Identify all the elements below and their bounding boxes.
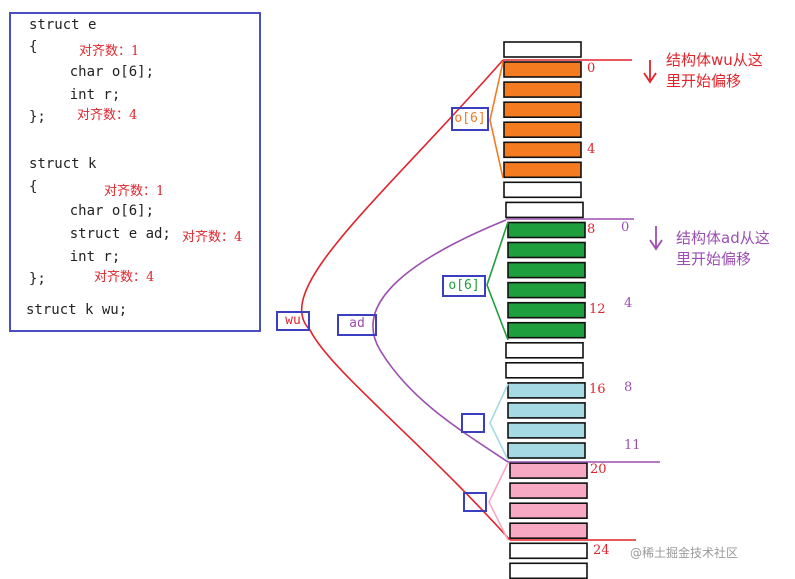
code-line: { xyxy=(29,179,38,195)
ad-arrow-head xyxy=(649,239,663,251)
code-line: struct k wu; xyxy=(26,302,128,318)
memory-byte-orange xyxy=(503,61,582,78)
offset-label: 20 xyxy=(590,462,607,477)
offset-label: 16 xyxy=(589,382,606,397)
ad-label: ad xyxy=(337,314,377,336)
memory-byte-green xyxy=(507,261,586,279)
memory-byte-orange xyxy=(503,161,582,179)
code-line: { xyxy=(29,39,38,55)
memory-byte-pink xyxy=(509,462,588,479)
ad-span-curve xyxy=(372,219,509,463)
ad-offset-label: 8 xyxy=(624,380,633,395)
align-annotation: 对齐数：1 xyxy=(104,184,165,199)
wu-r-bracket xyxy=(488,462,509,541)
wu-offset-note: 结构体wu从这 里开始偏移 xyxy=(666,51,763,90)
align-annotation: 对齐数：1 xyxy=(79,44,140,59)
align-annotation: 对齐数：4 xyxy=(182,230,243,245)
ad-r-frame xyxy=(461,413,485,433)
memory-byte-lightblue xyxy=(507,402,586,419)
code-line: char o[6]; xyxy=(36,203,155,219)
memory-byte-orange xyxy=(503,121,582,138)
inner-o6-bracket xyxy=(486,221,509,341)
code-line: }; xyxy=(29,271,46,287)
memory-byte-green xyxy=(507,281,586,299)
memory-byte-orange xyxy=(503,81,582,98)
code-line: struct e ad; xyxy=(36,226,171,242)
code-panel: struct e { char o[6]; int r; }; struct k… xyxy=(9,12,261,332)
align-annotation: 对齐数：4 xyxy=(94,270,155,285)
code-line: }; xyxy=(29,109,46,125)
inner-o6-label: o[6] xyxy=(442,275,486,297)
memory-byte-empty xyxy=(505,361,584,379)
memory-byte-orange xyxy=(503,141,582,159)
memory-cells xyxy=(503,41,588,579)
memory-byte-green xyxy=(507,301,586,319)
code-line: struct e xyxy=(29,17,97,33)
memory-byte-empty xyxy=(505,201,584,219)
ad-offset-label: 4 xyxy=(624,296,633,311)
memory-byte-green xyxy=(507,321,586,339)
code-line: struct k xyxy=(29,156,97,172)
watermark: @稀土掘金技术社区 xyxy=(630,546,739,560)
wu-span-curve xyxy=(300,59,511,541)
ad-offset-label: 0 xyxy=(621,220,630,235)
ad-offset-label: 11 xyxy=(624,438,641,453)
wu-label: wu xyxy=(276,311,310,331)
code-line: char o[6]; xyxy=(36,64,155,80)
wu-arrow-head xyxy=(643,72,657,84)
ad-offset-note: 结构体ad从这 里开始偏移 xyxy=(676,229,770,268)
memory-byte-pink xyxy=(509,522,588,540)
memory-byte-orange xyxy=(503,101,582,118)
memory-byte-green xyxy=(507,221,586,239)
offset-label: 8 xyxy=(587,222,596,237)
memory-byte-pink xyxy=(509,502,588,520)
offset-label: 0 xyxy=(587,61,596,76)
memory-byte-empty xyxy=(509,562,588,579)
memory-byte-green xyxy=(507,241,586,259)
ad-r-bracket xyxy=(489,383,509,461)
code-line: int r; xyxy=(36,87,121,103)
code-line: int r; xyxy=(36,249,121,265)
outer-o6-label: o[6] xyxy=(451,107,489,131)
align-annotation: 对齐数：4 xyxy=(77,108,138,123)
memory-byte-lightblue xyxy=(507,442,586,459)
memory-byte-empty xyxy=(503,41,582,58)
memory-byte-empty xyxy=(505,341,584,359)
outer-o6-bracket xyxy=(489,61,504,179)
offset-label: 12 xyxy=(589,302,606,317)
wu-r-frame xyxy=(463,492,487,512)
memory-byte-empty xyxy=(503,181,582,199)
offset-label: 4 xyxy=(587,142,596,157)
offset-label: 24 xyxy=(593,543,610,558)
memory-byte-empty xyxy=(509,542,588,560)
memory-byte-lightblue xyxy=(507,422,586,439)
memory-byte-lightblue xyxy=(507,382,586,399)
memory-byte-pink xyxy=(509,482,588,499)
